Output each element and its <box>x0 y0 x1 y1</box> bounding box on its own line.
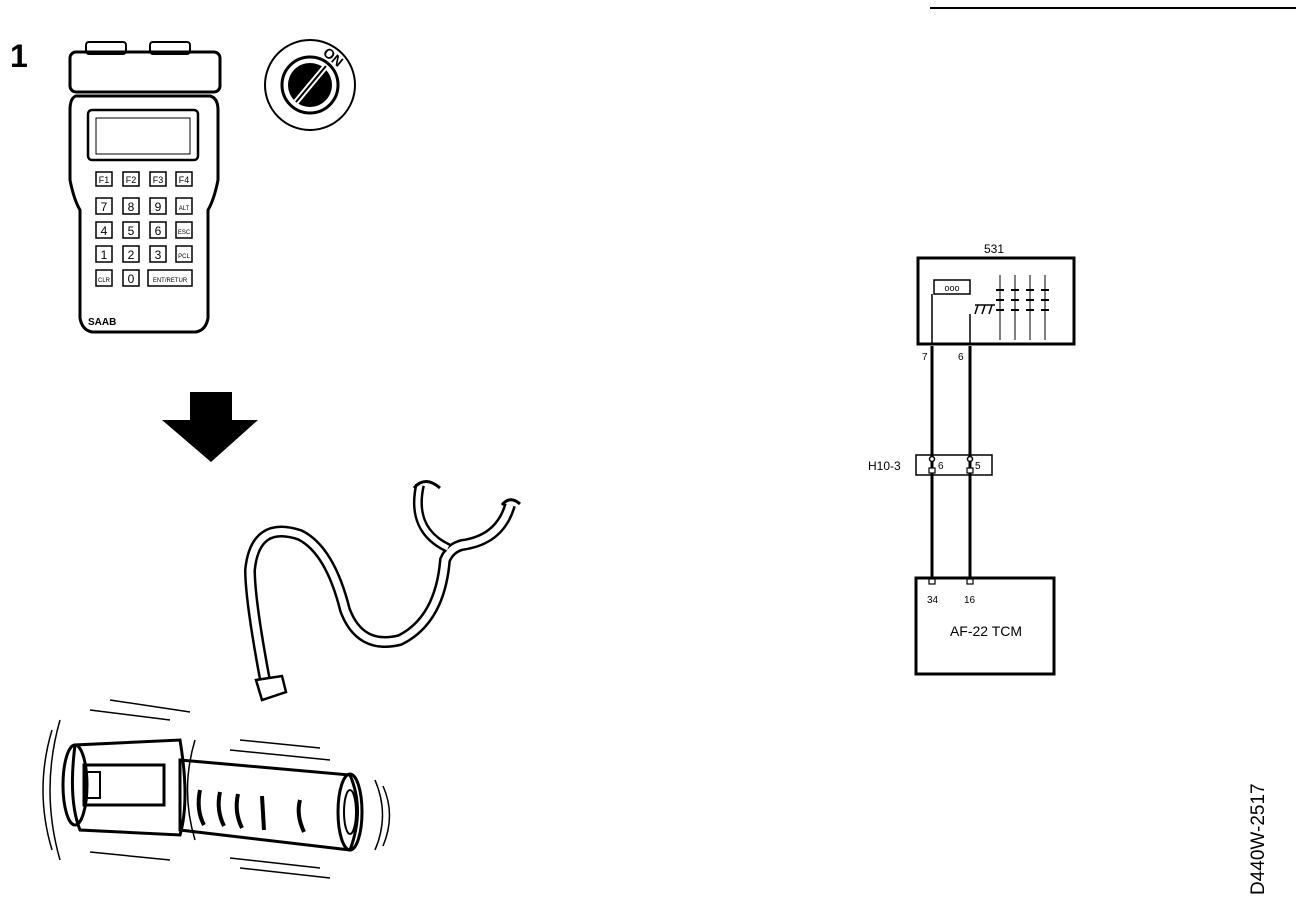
key-8: 8 <box>128 200 135 214</box>
pin-16-label: 16 <box>964 595 976 606</box>
key-clr: CLR <box>98 278 111 284</box>
key-f4: F4 <box>179 175 190 185</box>
figure-code: D440W-2517 <box>1248 783 1269 895</box>
module-531-box <box>916 256 1076 346</box>
connector-pin-6-label: 6 <box>938 461 944 472</box>
key-row-2: 7 8 9 ALT <box>95 197 193 215</box>
key-0: 0 <box>128 272 135 286</box>
down-arrow-icon <box>162 392 258 462</box>
key-row-1: F1 F2 F3 F4 <box>95 171 193 187</box>
connector-pin-5-label: 5 <box>975 461 981 472</box>
ignition-switch-icon <box>264 39 356 131</box>
tester-keypad: F1 F2 F3 F4 7 8 9 ALT 4 5 6 ESC <box>95 171 193 287</box>
key-esc: ESC <box>178 230 191 236</box>
pin-7-label: 7 <box>922 352 928 363</box>
key-f2: F2 <box>126 175 137 185</box>
svg-text:ooo: ooo <box>944 283 959 293</box>
module-531-label: 531 <box>984 242 1004 256</box>
key-4: 4 <box>101 224 108 238</box>
diagnostic-tester-icon <box>68 41 222 334</box>
key-row-4: 1 2 3 PCL <box>95 245 193 263</box>
key-row-3: 4 5 6 ESC <box>95 221 193 239</box>
stethoscope-icon <box>243 480 522 702</box>
pin-6-label: 6 <box>958 352 964 363</box>
key-f1: F1 <box>99 175 110 185</box>
wiring-diagram: 531 ooo 7 6 H10-3 6 5 34 16 AF-22 TCM <box>868 242 1076 676</box>
key-7: 7 <box>101 200 108 214</box>
tcm-box <box>914 576 1056 676</box>
key-2: 2 <box>128 248 135 262</box>
connector-h10-3-label: H10-3 <box>868 459 901 473</box>
connector-h10-3-box <box>915 454 993 476</box>
pin-34-label: 34 <box>927 595 939 606</box>
key-alt: ALT <box>179 206 190 212</box>
key-9: 9 <box>155 200 162 214</box>
key-pcl: PCL <box>178 254 190 260</box>
key-5: 5 <box>128 224 135 238</box>
key-f3: F3 <box>153 175 164 185</box>
tcm-label: AF-22 TCM <box>950 623 1022 639</box>
key-1: 1 <box>101 248 108 262</box>
key-row-5: CLR 0 ENT/RETUR <box>95 269 193 287</box>
solenoid-component-icon <box>42 699 391 879</box>
key-enter: ENT/RETUR <box>153 278 188 284</box>
key-6: 6 <box>155 224 162 238</box>
tester-brand: SAAB <box>88 317 116 328</box>
key-3: 3 <box>155 248 162 262</box>
step-number: 1 <box>10 38 28 74</box>
